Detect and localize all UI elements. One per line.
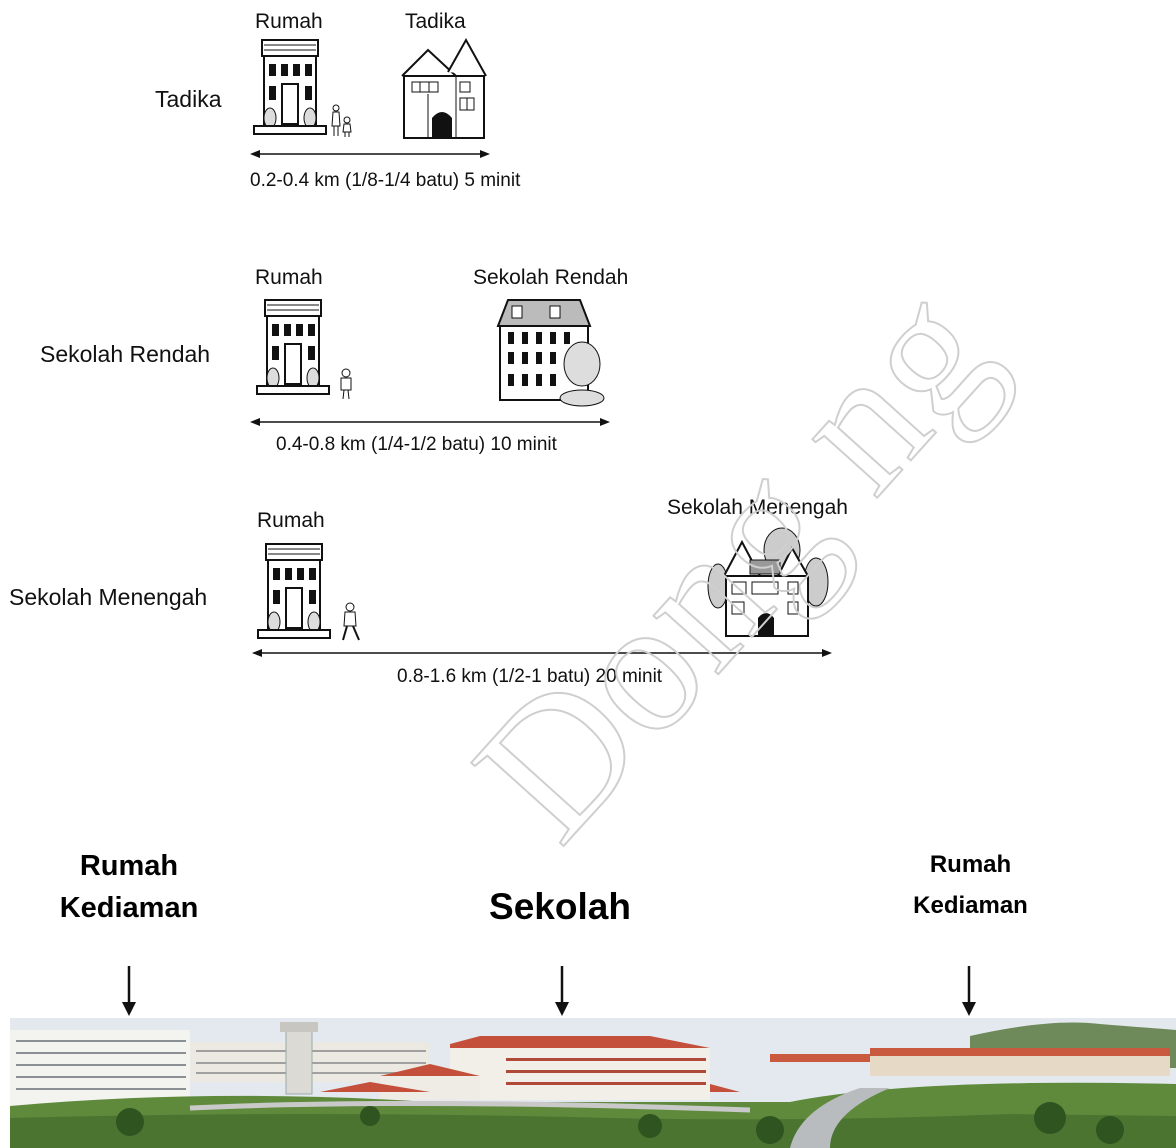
photo-label-left-line1: Rumah (79, 850, 179, 882)
distance-label: 0.4-0.8 km (1/4-1/2 batu) 10 minit (276, 434, 557, 455)
home-label: Rumah (257, 509, 325, 532)
student-walking-icon (342, 602, 360, 641)
distance-arrow (250, 418, 610, 426)
photo-label-right: Rumah Kediaman (888, 845, 1053, 927)
house-icon (256, 299, 330, 395)
house-icon (253, 39, 327, 135)
home-label: Rumah (255, 266, 323, 289)
down-arrow-center (555, 966, 569, 1016)
watermark-text: Dong ng (435, 247, 1032, 878)
school-label: Sekolah Rendah (473, 266, 629, 289)
distance-label: 0.2-0.4 km (1/8-1/4 batu) 5 minit (250, 170, 521, 191)
house-icon (257, 543, 331, 639)
photo-label-right-line1: Rumah (929, 851, 1012, 878)
home-label: Rumah (255, 10, 323, 33)
secondary-school-icon (707, 527, 829, 637)
parent-child-icon (331, 104, 352, 137)
distance-arrow (250, 150, 490, 158)
photo-label-left: Rumah Kediaman (44, 845, 214, 929)
row-label: Tadika (155, 86, 222, 112)
down-arrow-right (962, 966, 976, 1016)
photo-label-right-line2: Kediaman (913, 891, 1028, 919)
kindergarten-icon (401, 37, 487, 139)
distance-label: 0.8-1.6 km (1/2-1 batu) 20 minit (397, 666, 663, 687)
row-label: Sekolah Menengah (9, 584, 208, 610)
school-label: Tadika (405, 10, 466, 33)
down-arrow-left (122, 966, 136, 1016)
photo-label-left-line2: Kediaman (59, 892, 199, 925)
photo-label-center: Sekolah (489, 886, 631, 927)
distance-arrow (252, 649, 832, 657)
panorama-photo (10, 1018, 1176, 1148)
row-label: Sekolah Rendah (40, 341, 211, 367)
child-icon (340, 368, 352, 400)
school-label: Sekolah Menengah (667, 496, 848, 519)
primary-school-icon (496, 299, 605, 407)
